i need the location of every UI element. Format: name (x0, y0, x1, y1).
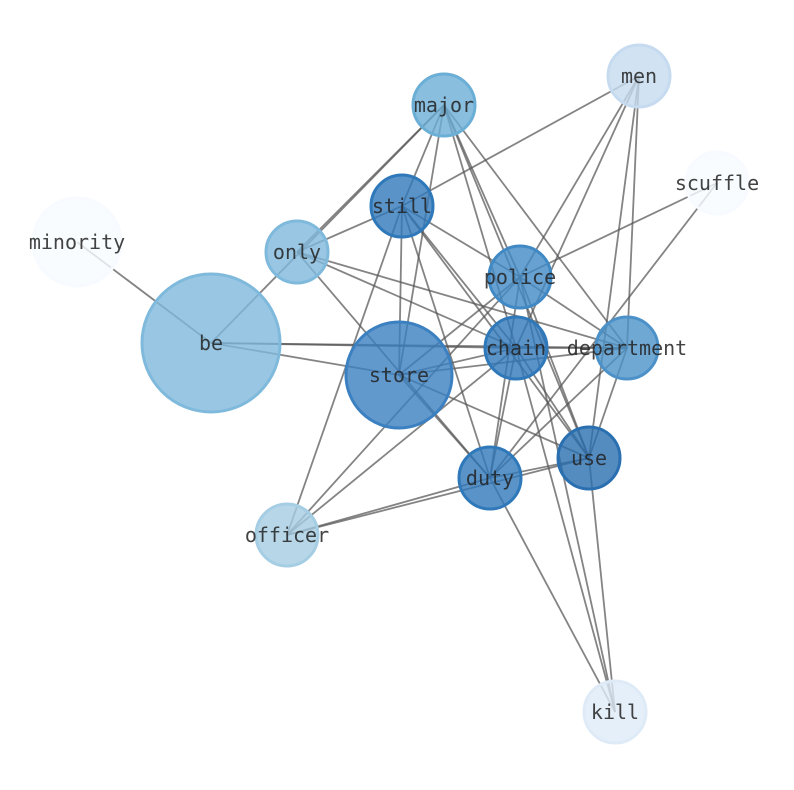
node-label-only: only (273, 240, 321, 264)
node-duty (457, 445, 523, 511)
edge-use-officer (286, 457, 590, 536)
node-only (264, 219, 330, 285)
edge-still-officer (286, 205, 403, 536)
node-men (606, 43, 672, 109)
edge-men-still (401, 75, 640, 207)
labels-layer: men major scuffle still minority only police be… (29, 64, 759, 724)
edge-men-use (588, 75, 640, 459)
node-be (140, 272, 282, 414)
node-label-chain: chain (486, 336, 546, 360)
node-officer (254, 502, 320, 568)
node-still (369, 173, 435, 239)
node-label-police: police (484, 265, 556, 289)
edge-only-major (296, 104, 445, 253)
node-department (594, 315, 660, 381)
edge-major-chain (443, 104, 517, 349)
edge-major-department (443, 104, 628, 349)
node-label-duty: duty (466, 466, 514, 490)
node-scuffle (684, 150, 750, 216)
node-police (487, 244, 553, 310)
node-label-scuffle: scuffle (675, 171, 759, 195)
node-major (411, 72, 477, 138)
node-label-major: major (414, 93, 474, 117)
edge-use-kill (588, 457, 616, 713)
node-kill (582, 679, 648, 745)
node-label-still: still (372, 194, 432, 218)
node-store (344, 320, 454, 430)
node-label-be: be (199, 331, 223, 355)
node-chain (483, 315, 549, 381)
node-use (556, 425, 622, 491)
node-minority (31, 196, 123, 288)
node-label-use: use (571, 446, 607, 470)
node-label-minority: minority (29, 230, 125, 254)
edge-chain-kill (515, 347, 616, 713)
edge-only-department (296, 251, 628, 349)
edge-scuffle-police (519, 182, 718, 278)
edge-men-department (626, 75, 640, 349)
edge-duty-kill (489, 477, 616, 713)
node-label-kill: kill (591, 700, 639, 724)
node-label-men: men (621, 64, 657, 88)
node-label-department: department (567, 336, 687, 360)
nodes-layer (31, 43, 750, 745)
edge-chain-officer (286, 347, 517, 536)
edge-only-chain (296, 251, 517, 349)
node-label-officer: officer (245, 523, 329, 547)
node-label-store: store (369, 363, 429, 387)
edge-still-duty (401, 205, 491, 479)
edge-men-police (519, 75, 640, 278)
